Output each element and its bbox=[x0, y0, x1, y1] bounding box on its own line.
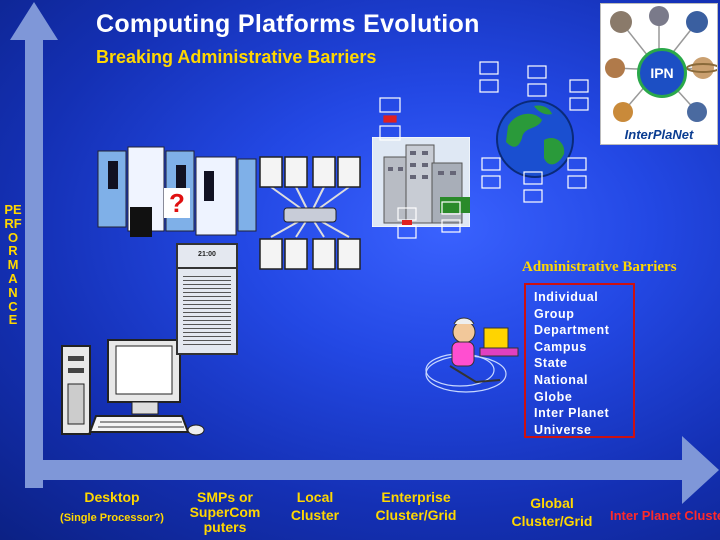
interplanet-logo: IPN InterPlaNet bbox=[600, 3, 718, 145]
barrier-item: National bbox=[534, 372, 633, 389]
x-label-smps: SMPs or SuperCom puters bbox=[186, 490, 264, 535]
supercomputer-display: 21:00 bbox=[178, 245, 236, 269]
ipn-badge: IPN bbox=[637, 48, 687, 98]
x-label-desktop-text: Desktop bbox=[84, 489, 139, 505]
grid-node-icon bbox=[380, 98, 400, 140]
barrier-item: State bbox=[534, 355, 633, 372]
grid-nodes-icons bbox=[370, 60, 600, 250]
x-label-desktop: Desktop (Single Processor?) bbox=[52, 490, 172, 526]
question-mark: ? bbox=[164, 188, 190, 218]
administrative-barriers-title: Administrative Barriers bbox=[522, 259, 677, 276]
x-label-interplanet: Inter Planet Cluster/Grid ?? bbox=[610, 508, 720, 524]
page-title: Computing Platforms Evolution bbox=[96, 10, 480, 39]
barrier-item: Individual bbox=[534, 289, 633, 306]
x-label-desktop-sub: (Single Processor?) bbox=[52, 511, 172, 526]
barrier-item: Department bbox=[534, 322, 633, 339]
x-label-global: Global Cluster/Grid bbox=[500, 494, 604, 530]
x-label-enterprise: Enterprise Cluster/Grid bbox=[368, 488, 464, 524]
barrier-item: Group bbox=[534, 306, 633, 323]
logo-text: InterPlaNet bbox=[601, 127, 717, 142]
barrier-item: Inter Planet bbox=[534, 405, 633, 422]
barrier-item: Campus bbox=[534, 339, 633, 356]
barrier-list: Individual Group Department Campus State… bbox=[524, 283, 635, 438]
page-subtitle: Breaking Administrative Barriers bbox=[96, 47, 376, 68]
barrier-item: Universe bbox=[534, 422, 633, 439]
supercomputer-icon: 21:00 bbox=[176, 243, 238, 355]
local-cluster-icon bbox=[254, 153, 366, 273]
x-label-local-cluster: Local Cluster bbox=[282, 488, 348, 524]
user-at-computer-icon bbox=[420, 312, 524, 394]
supercomputer-vents bbox=[183, 273, 231, 347]
y-axis-label: PERFORMANCE bbox=[4, 203, 22, 327]
barrier-item: Globe bbox=[534, 389, 633, 406]
